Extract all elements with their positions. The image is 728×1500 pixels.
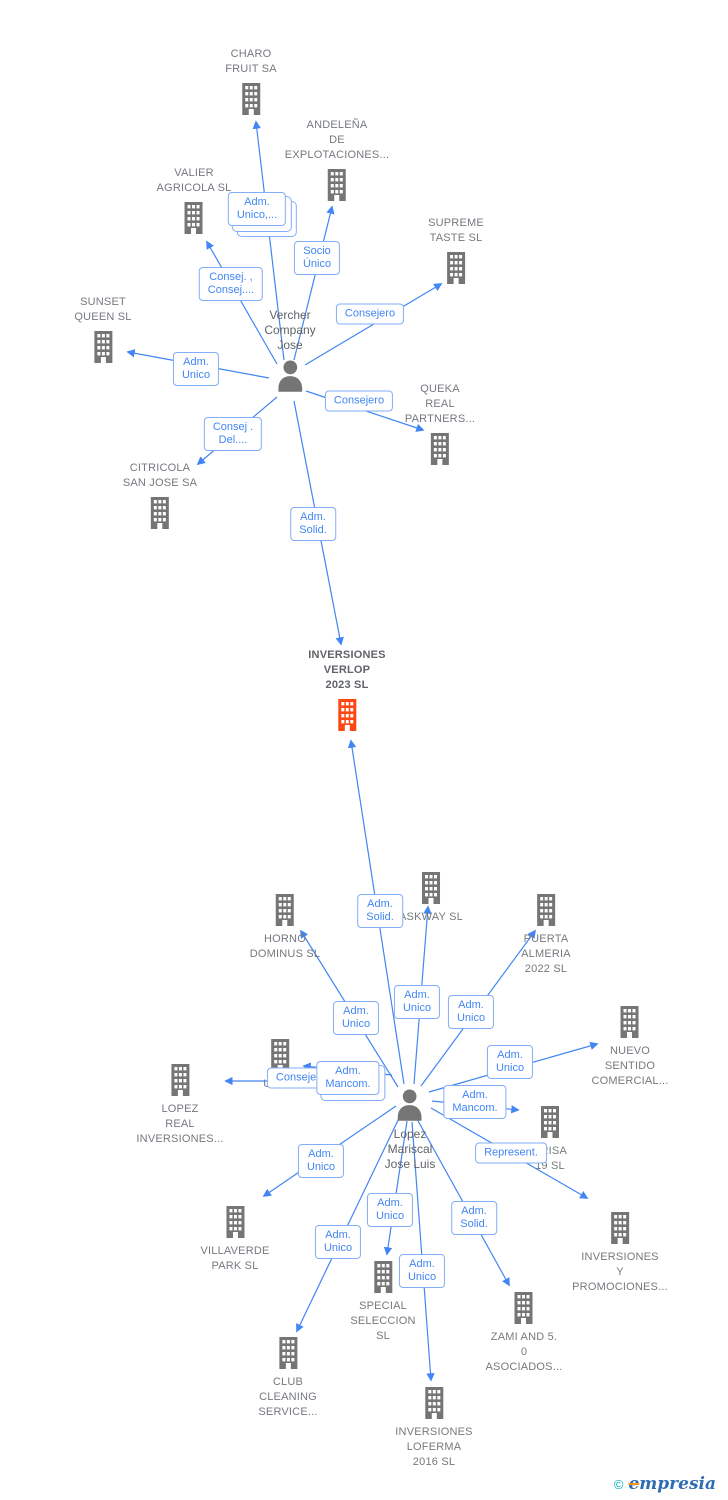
relationship-arrow — [252, 120, 285, 361]
building-icon-highlighted — [334, 699, 360, 731]
building-icon — [147, 497, 173, 529]
company-node-citricola-san-jose-sa[interactable]: CITRICOLA SAN JOSE SA — [123, 461, 197, 529]
company-name: QUEKA REAL PARTNERS... — [404, 383, 476, 425]
role-label[interactable]: Adm. Mancom. — [316, 1061, 380, 1095]
building-icon — [267, 1039, 293, 1071]
company-name: VILLAVERDE PARK SL — [200, 1245, 270, 1272]
company-node-horno-dominus-sl[interactable]: HORNO DOMINUS SL — [250, 894, 320, 962]
building-icon — [370, 1261, 396, 1293]
company-node-andelena-de-explotaciones[interactable]: ANDELEÑA DE EXPLOTACIONES... — [285, 118, 389, 201]
role-label[interactable]: Adm. Unico — [447, 995, 495, 1029]
company-name: ZAMI AND 5. 0 ASOCIADOS... — [485, 1331, 563, 1373]
company-name: ANDELEÑA DE EXPLOTACIONES... — [284, 119, 390, 161]
role-label[interactable]: Represent. — [475, 1142, 547, 1164]
relationship-arrow — [296, 1113, 402, 1333]
building-icon — [427, 433, 453, 465]
role-label[interactable]: Adm. Unico — [398, 1254, 446, 1288]
role-label[interactable]: Adm. Solid. — [290, 507, 336, 541]
building-icon — [607, 1212, 633, 1244]
role-label[interactable]: Consejero — [324, 390, 394, 412]
company-name: ASKWAY SL — [399, 911, 463, 923]
company-node-brisa-19-sl[interactable]: BRISA 19 SL — [533, 1106, 567, 1174]
company-node-inversiones-loferma-2016-sl[interactable]: INVERSIONES LOFERMA 2016 SL — [395, 1387, 472, 1470]
copyright-symbol: © — [613, 1476, 624, 1492]
company-node-askway-sl[interactable]: ASKWAY SL — [399, 872, 463, 925]
company-node-inversiones-verlop-2023-sl[interactable]: INVERSIONES VERLOP 2023 SL — [308, 648, 385, 731]
company-node-puerta-almeria-2022-sl[interactable]: PUERTA ALMERIA 2022 SL — [521, 894, 571, 977]
person-icon — [275, 359, 305, 392]
building-icon — [533, 894, 559, 926]
building-icon — [511, 1292, 537, 1324]
company-node-sunset-queen-sl[interactable]: SUNSET QUEEN SL — [74, 295, 131, 363]
building-icon — [443, 252, 469, 284]
building-icon — [537, 1106, 563, 1138]
company-name: VALIER AGRICOLA SL — [156, 167, 232, 194]
person-name: Vercher Company Jose — [264, 308, 316, 352]
role-label[interactable]: Consej . Del.... — [203, 417, 263, 451]
company-node-charo-fruit-sa[interactable]: CHARO FRUIT SA — [225, 47, 277, 115]
role-label[interactable]: Adm. Unico — [393, 985, 441, 1019]
role-label[interactable]: Adm. Unico — [314, 1225, 362, 1259]
company-node-special-seleccion-sl[interactable]: SPECIAL SELECCION SL — [350, 1261, 415, 1344]
company-node-villaverde-park-sl[interactable]: VILLAVERDE PARK SL — [200, 1206, 269, 1274]
role-label[interactable]: Adm. Unico — [486, 1045, 534, 1079]
company-node-lopez-real-inversiones[interactable]: LOPEZ REAL INVERSIONES... — [136, 1064, 223, 1147]
person-name: Lopez Mariscal Jose Luis — [384, 1127, 436, 1171]
role-label[interactable]: Adm. Unico — [366, 1193, 414, 1227]
company-name: INVERSIONES VERLOP 2023 SL — [308, 649, 386, 691]
relationship-arrow — [206, 240, 278, 365]
role-label[interactable]: Adm. Unico — [297, 1144, 345, 1178]
footer-brand[interactable]: © empresia — [614, 1474, 716, 1494]
person-node-lopez-mariscal-jose-luis[interactable]: Lopez Mariscal Jose Luis — [384, 1088, 436, 1172]
building-icon — [238, 83, 264, 115]
logo-letter-e: e — [628, 1474, 640, 1494]
company-name: NUEVO SENTIDO COMERCIAL... — [591, 1045, 669, 1087]
building-icon — [167, 1064, 193, 1096]
company-name: SUNSET QUEEN SL — [74, 296, 132, 323]
role-label[interactable]: Adm. Solid. — [451, 1201, 497, 1235]
company-node-inversiones-y-promociones[interactable]: INVERSIONES Y PROMOCIONES... — [572, 1212, 668, 1295]
company-name: INVERSIONES LOFERMA 2016 SL — [395, 1426, 473, 1468]
company-node-club-cleaning-service[interactable]: CLUB CLEANING SERVICE... — [258, 1337, 317, 1420]
company-node-queka-real-partners[interactable]: QUEKA REAL PARTNERS... — [405, 382, 475, 465]
role-label[interactable]: Adm. Unico,... — [227, 192, 287, 226]
company-node-supreme-taste-sl[interactable]: SUPREME TASTE SL — [428, 216, 484, 284]
building-icon — [181, 202, 207, 234]
company-name: INVERSIONES Y PROMOCIONES... — [572, 1251, 668, 1293]
role-label[interactable]: Adm. Solid. — [357, 894, 403, 928]
role-label[interactable]: Consej. , Consej.... — [198, 267, 264, 301]
relationship-arrow — [304, 283, 443, 366]
company-name: HORNO DOMINUS SL — [249, 933, 321, 960]
building-icon — [418, 872, 444, 904]
building-icon — [222, 1206, 248, 1238]
role-label[interactable]: Adm. Unico — [172, 352, 220, 386]
logo-text: mpresia — [639, 1474, 716, 1494]
role-label[interactable]: Adm. Mancom. — [443, 1085, 507, 1119]
relationship-arrow — [411, 1121, 435, 1382]
company-node-valier-agricola-sl[interactable]: VALIER AGRICOLA SL — [157, 166, 232, 234]
relationship-arrow — [293, 205, 335, 361]
building-icon — [272, 894, 298, 926]
building-icon — [324, 169, 350, 201]
empresia-logo: empresia — [628, 1474, 716, 1494]
company-name: CLUB CLEANING SERVICE... — [258, 1376, 318, 1418]
company-node-zami-and-50-asociados[interactable]: ZAMI AND 5. 0 ASOCIADOS... — [486, 1292, 563, 1375]
company-name: LOPEZ REAL INVERSIONES... — [136, 1103, 224, 1145]
company-name: PUERTA ALMERIA 2022 SL — [521, 933, 571, 975]
building-icon — [617, 1006, 643, 1038]
role-label[interactable]: Adm. Unico — [332, 1001, 380, 1035]
building-icon — [90, 331, 116, 363]
role-label[interactable]: Consejero — [335, 303, 405, 325]
company-name: CITRICOLA SAN JOSE SA — [122, 462, 198, 489]
relationship-arrow — [383, 1120, 408, 1256]
building-icon — [421, 1387, 447, 1419]
person-icon — [395, 1088, 425, 1121]
company-name: CHARO FRUIT SA — [225, 48, 277, 75]
company-node-nuevo-sentido-comercial[interactable]: NUEVO SENTIDO COMERCIAL... — [592, 1006, 669, 1089]
role-label[interactable]: Socio Único — [293, 241, 341, 275]
company-name: SPECIAL SELECCION SL — [350, 1300, 416, 1342]
building-icon — [275, 1337, 301, 1369]
person-node-vercher-company-jose[interactable]: Vercher Company Jose — [264, 308, 316, 392]
company-name: SUPREME TASTE SL — [428, 217, 484, 244]
